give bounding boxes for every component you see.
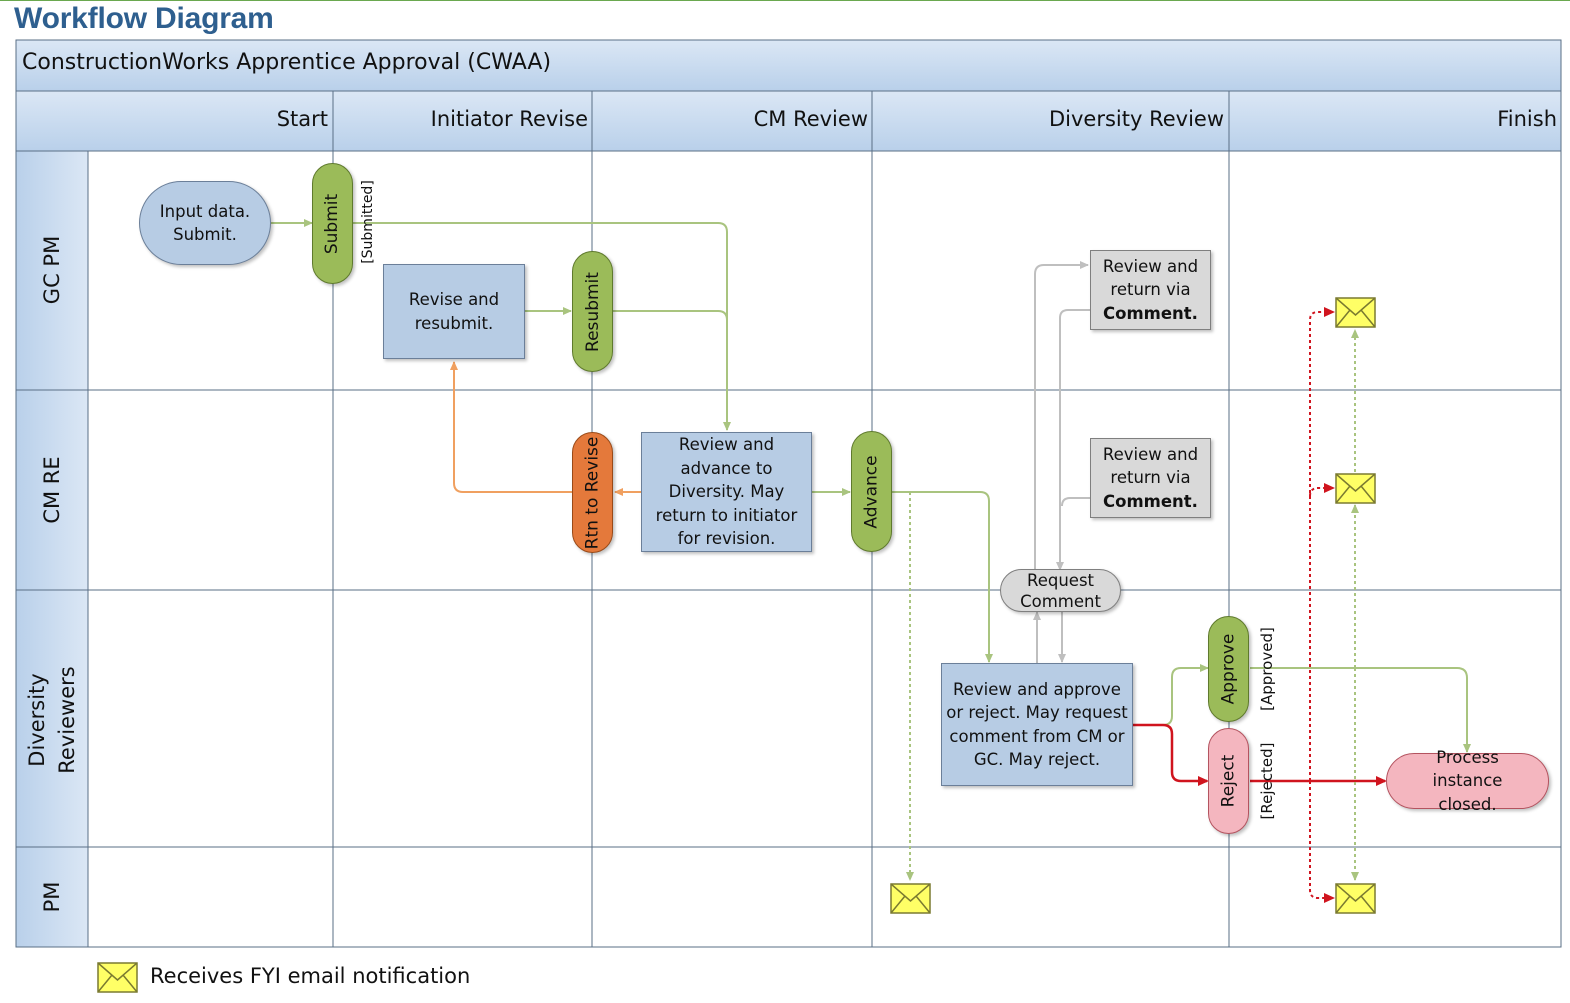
lane-label-gc-pm: GC PM xyxy=(40,235,64,305)
revise-resubmit-node: Revise and resubmit. xyxy=(383,264,525,359)
lane-label-diversity-reviewers: Diversity Reviewers xyxy=(25,666,79,774)
reject-node: Reject xyxy=(1208,728,1249,834)
approve-label: Approve xyxy=(1218,633,1239,705)
submitted-condition-label: [Submitted] xyxy=(360,180,376,264)
rtn-to-revise-node: Rtn to Revise xyxy=(572,432,613,553)
lane-label-pm: PM xyxy=(40,881,64,913)
rejected-condition-label: [Rejected] xyxy=(1258,742,1276,820)
legend-text: Receives FYI email notification xyxy=(150,964,471,988)
advance-node: Advance xyxy=(851,431,892,552)
column-header-finish: Finish xyxy=(1497,107,1557,131)
lane-label-cm-re: CM RE xyxy=(40,456,64,524)
advance-label: Advance xyxy=(861,454,882,529)
submit-label: Submit xyxy=(322,193,343,254)
review-return-cm-node: Review and return via Comment. xyxy=(1090,438,1211,518)
flow-request-to-gc-comment xyxy=(1034,261,1089,570)
flow-diversity-to-reject xyxy=(1133,723,1209,786)
flow-approve-to-closed xyxy=(1250,667,1471,753)
diversity-task-node: Review and approve or reject. May reques… xyxy=(941,663,1133,786)
envelope-icon xyxy=(1335,883,1376,914)
legend-envelope-icon xyxy=(97,962,138,993)
review-return-cm-text: Review and return via xyxy=(1102,444,1199,488)
flow-rtn-to-revise xyxy=(450,361,572,493)
review-return-gc-text: Review and return via xyxy=(1102,256,1199,300)
page-title: Workflow Diagram xyxy=(14,2,274,35)
flow-reject-email-cm xyxy=(1309,483,1335,497)
approved-condition-label: [Approved] xyxy=(1258,627,1276,711)
rtn-to-revise-label: Rtn to Revise xyxy=(582,436,603,549)
top-rule xyxy=(0,0,1570,1)
flow-gc-comment-to-request xyxy=(1056,309,1090,571)
envelope-icon xyxy=(1335,297,1376,328)
flow-advance-to-diversity xyxy=(892,491,993,663)
flow-resubmit-to-cm-review xyxy=(613,310,728,321)
diagram-title-band xyxy=(15,39,1562,92)
review-return-gc-bold: Comment. xyxy=(1103,303,1198,323)
resubmit-node: Resubmit xyxy=(572,251,613,372)
flow-cm-comment-to-request xyxy=(1061,497,1090,507)
resubmit-label: Resubmit xyxy=(582,271,603,352)
envelope-icon xyxy=(1335,473,1376,504)
approve-node: Approve xyxy=(1208,616,1249,722)
column-header-diversity-review: Diversity Review xyxy=(1048,107,1224,131)
diagram-body xyxy=(87,150,1562,948)
cm-review-task-node: Review and advance to Diversity. May ret… xyxy=(641,432,812,552)
column-header-cm-review: CM Review xyxy=(753,107,868,131)
reject-label: Reject xyxy=(1218,754,1239,808)
request-comment-node: Request Comment xyxy=(1000,569,1121,612)
diagram-title: ConstructionWorks Apprentice Approval (C… xyxy=(22,50,552,75)
process-closed-node: Process instance closed. xyxy=(1386,748,1549,814)
flow-reject-email-pm xyxy=(1309,781,1335,903)
column-header-start: Start xyxy=(276,107,328,131)
envelope-icon xyxy=(890,883,931,914)
column-header-initiator-revise: Initiator Revise xyxy=(430,107,588,131)
lane-header-column xyxy=(15,150,89,948)
flow-submit-to-cm-review xyxy=(352,222,731,431)
review-return-gc-node: Review and return via Comment. xyxy=(1090,250,1211,330)
input-data-node: Input data. Submit. xyxy=(139,181,271,265)
submit-node: Submit xyxy=(312,163,353,284)
column-header-band xyxy=(15,90,1562,152)
review-return-cm-bold: Comment. xyxy=(1103,491,1198,511)
